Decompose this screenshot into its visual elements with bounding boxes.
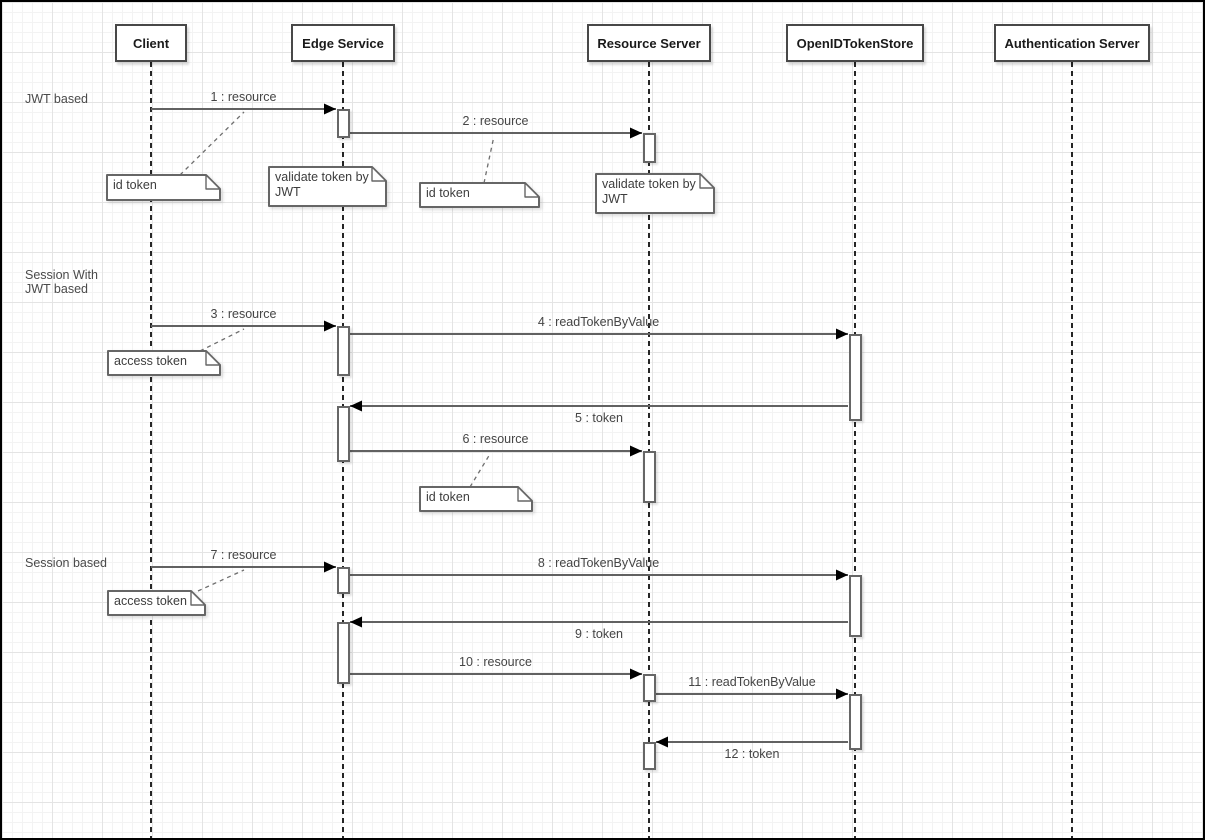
note-shape-1 bbox=[106, 174, 221, 201]
message-arrowhead-3 bbox=[324, 320, 336, 332]
message-arrowhead-7 bbox=[324, 561, 336, 573]
actor-label-authentication-server: Authentication Server bbox=[1004, 35, 1140, 51]
message-label-7: 7 : resource bbox=[210, 548, 277, 562]
actor-label-edge-service: Edge Service bbox=[302, 35, 384, 51]
note-connector-3 bbox=[483, 135, 495, 184]
message-label-2: 2 : resource bbox=[462, 114, 529, 128]
activation-bar-edge-service-5 bbox=[336, 406, 350, 462]
activation-bar-openid-token-store-8 bbox=[848, 575, 862, 637]
note-label-2: validate token by JWT bbox=[275, 170, 369, 200]
note-connector-5 bbox=[199, 328, 245, 352]
actor-box-authentication-server: Authentication Server bbox=[994, 24, 1150, 62]
section-label-session-based: Session based bbox=[25, 556, 108, 570]
message-arrowhead-2 bbox=[630, 127, 642, 139]
message-label-6: 6 : resource bbox=[462, 432, 529, 446]
activation-bar-resource-server-10 bbox=[642, 674, 656, 702]
note-label-1: id token bbox=[113, 178, 157, 192]
note-connector-7 bbox=[197, 569, 245, 592]
note-shape-2 bbox=[268, 166, 387, 207]
activation-bar-edge-service-1 bbox=[336, 109, 350, 138]
message-arrowhead-6 bbox=[630, 445, 642, 457]
message-label-4: 4 : readTokenByValue bbox=[537, 315, 660, 329]
activation-bar-resource-server-6 bbox=[642, 451, 656, 503]
actor-label-openid-token-store: OpenIDTokenStore bbox=[796, 35, 914, 51]
note-fold-icon-7 bbox=[190, 590, 206, 606]
message-label-9: 9 : token bbox=[575, 627, 623, 641]
actor-box-resource-server: Resource Server bbox=[587, 24, 711, 62]
activation-bar-edge-service-7 bbox=[336, 567, 350, 594]
actor-box-client: Client bbox=[115, 24, 187, 62]
note-shape-3 bbox=[419, 182, 540, 208]
actor-box-openid-token-store: OpenIDTokenStore bbox=[786, 24, 924, 62]
section-label-session-with-jwt-based: Session With JWT based bbox=[25, 268, 98, 297]
note-label-4: validate token by JWT bbox=[602, 177, 696, 207]
message-arrowhead-8 bbox=[836, 569, 848, 581]
activation-bar-openid-token-store-4 bbox=[848, 334, 862, 421]
message-arrowhead-10 bbox=[630, 668, 642, 680]
actor-label-resource-server: Resource Server bbox=[597, 35, 701, 51]
message-label-5: 5 : token bbox=[575, 411, 623, 425]
actor-label-client: Client bbox=[132, 35, 170, 51]
message-label-3: 3 : resource bbox=[210, 307, 277, 321]
section-label-jwt-based: JWT based bbox=[25, 92, 88, 106]
message-label-11: 11 : readTokenByValue bbox=[688, 675, 816, 689]
note-shape-7 bbox=[107, 590, 206, 616]
actor-box-edge-service: Edge Service bbox=[291, 24, 395, 62]
note-connector-6 bbox=[469, 453, 491, 488]
message-label-10: 10 : resource bbox=[459, 655, 532, 669]
note-shape-5 bbox=[107, 350, 221, 376]
message-arrowhead-5 bbox=[350, 400, 362, 412]
note-fold-icon-1 bbox=[205, 174, 221, 190]
note-label-7: access token bbox=[114, 594, 187, 608]
note-fold-icon-5 bbox=[205, 350, 221, 366]
note-fold-icon-3 bbox=[524, 182, 540, 198]
activation-bar-edge-service-9 bbox=[336, 622, 350, 684]
note-label-5: access token bbox=[114, 354, 187, 368]
message-arrowhead-4 bbox=[836, 328, 848, 340]
note-fold-icon-2 bbox=[371, 166, 387, 182]
note-label-3: id token bbox=[426, 186, 470, 200]
message-arrowhead-1 bbox=[324, 103, 336, 115]
note-shape-6 bbox=[419, 486, 533, 512]
note-shape-4 bbox=[595, 173, 715, 214]
note-label-6: id token bbox=[426, 490, 470, 504]
message-arrowhead-12 bbox=[656, 736, 668, 748]
message-label-12: 12 : token bbox=[724, 747, 780, 761]
message-arrowhead-9 bbox=[350, 616, 362, 628]
activation-bar-resource-server-12 bbox=[642, 742, 656, 770]
activation-bar-resource-server-2 bbox=[642, 133, 656, 163]
message-arrowhead-11 bbox=[836, 688, 848, 700]
message-label-8: 8 : readTokenByValue bbox=[537, 556, 660, 570]
activation-bar-edge-service-3 bbox=[336, 326, 350, 376]
note-connector-1 bbox=[179, 111, 245, 176]
note-fold-icon-6 bbox=[517, 486, 533, 502]
message-label-1: 1 : resource bbox=[210, 90, 277, 104]
note-fold-icon-4 bbox=[699, 173, 715, 189]
activation-bar-openid-token-store-11 bbox=[848, 694, 862, 750]
